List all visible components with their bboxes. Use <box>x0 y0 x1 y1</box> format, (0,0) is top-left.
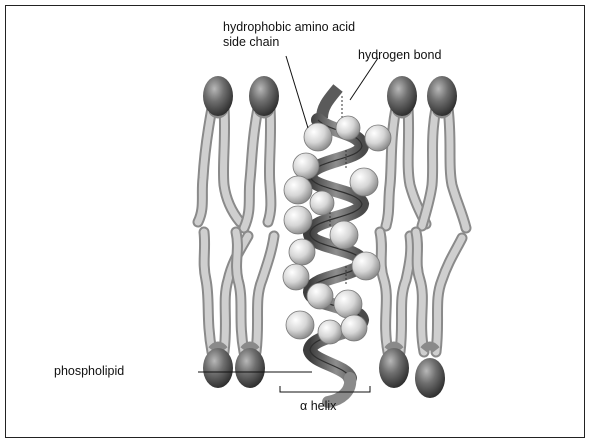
phospholipid-head <box>427 76 457 116</box>
label-hydrophobic-line2: side chain <box>223 35 355 50</box>
phospholipid-bottom-3 <box>379 232 411 388</box>
hydrophobic-side-chains <box>283 116 391 344</box>
phospholipid-bottom-2 <box>235 232 274 388</box>
phospholipid-top-4 <box>422 76 466 228</box>
phospholipid-head <box>387 76 417 116</box>
phospholipid-top-1 <box>198 76 240 222</box>
phospholipid-head <box>203 348 233 388</box>
label-hydrophobic-line1: hydrophobic amino acid <box>223 20 355 35</box>
label-hydrophobic-side-chain: hydrophobic amino acid side chain <box>223 20 355 50</box>
label-phospholipid: phospholipid <box>54 364 124 379</box>
phospholipid-head <box>379 348 409 388</box>
phospholipid-head <box>235 348 265 388</box>
phospholipid-top-2 <box>244 76 279 228</box>
phospholipid-bottom-4 <box>415 232 462 398</box>
phospholipid-top-3 <box>386 76 426 226</box>
phospholipid-head <box>249 76 279 116</box>
label-alpha-helix: α helix <box>300 399 336 414</box>
phospholipid-head <box>203 76 233 116</box>
phospholipid-head <box>415 358 445 398</box>
label-hydrogen-bond: hydrogen bond <box>358 48 441 63</box>
